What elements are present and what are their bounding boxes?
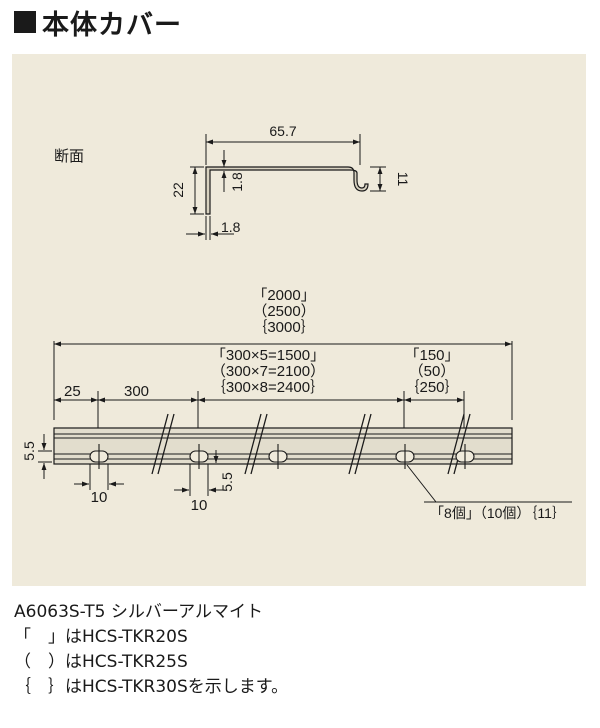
end-length-1: 「150」 bbox=[404, 347, 459, 364]
dim-width: 65.7 bbox=[269, 123, 296, 139]
note-25s: （ ）はHCS-TKR25S bbox=[14, 652, 188, 672]
end-length-3: ｛250｝ bbox=[404, 379, 459, 396]
pitch-total-3: ｛300×8=2400｝ bbox=[211, 379, 325, 396]
total-length-3: ｛3000｝ bbox=[252, 319, 315, 336]
hole-count: 「8個」（10個）｛11｝ bbox=[430, 505, 566, 521]
total-length-1: 「2000」 bbox=[252, 287, 315, 304]
total-length-2: （2500） bbox=[252, 303, 315, 320]
hole-offset-side: 5.5 bbox=[21, 441, 37, 461]
dim-thickness-h: 1.8 bbox=[221, 219, 241, 235]
break-marks bbox=[151, 413, 471, 475]
title-square-icon bbox=[14, 11, 36, 33]
notes: A6063S-T5 シルバーアルマイト 「 」はHCS-TKR20S （ ）はH… bbox=[14, 600, 288, 700]
section-profile bbox=[205, 166, 369, 215]
slot-holes bbox=[89, 444, 475, 469]
section-label: 断面 bbox=[54, 148, 84, 165]
hole-length-1: 10 bbox=[91, 489, 108, 506]
dim-thickness-v: 1.8 bbox=[229, 172, 245, 192]
note-material: A6063S-T5 シルバーアルマイト bbox=[14, 602, 264, 622]
hole-offset-bottom: 5.5 bbox=[219, 472, 235, 492]
pitch-dim: 300 bbox=[124, 383, 149, 400]
hole-length-2: 10 bbox=[191, 497, 208, 514]
page-title: 本体カバー bbox=[14, 4, 182, 41]
end-length-2: （50） bbox=[409, 363, 456, 380]
dim-lip: 11 bbox=[395, 172, 411, 187]
dim-height: 22 bbox=[170, 182, 186, 198]
drawing-panel: 断面 65.7 22 1.8 1.8 11 「2000」 （2500） ｛300… bbox=[12, 54, 586, 586]
technical-drawing: 断面 65.7 22 1.8 1.8 11 「2000」 （2500） ｛300… bbox=[21, 123, 572, 521]
pitch-total-1: 「300×5=1500」 bbox=[211, 347, 325, 364]
note-20s: 「 」はHCS-TKR20S bbox=[14, 627, 188, 647]
first-hole-dim: 25 bbox=[64, 383, 81, 400]
title-text: 本体カバー bbox=[42, 9, 182, 41]
note-30s: ｛ ｝はHCS-TKR30Sを示します。 bbox=[14, 677, 289, 697]
pitch-total-2: （300×7=2100） bbox=[211, 363, 325, 380]
